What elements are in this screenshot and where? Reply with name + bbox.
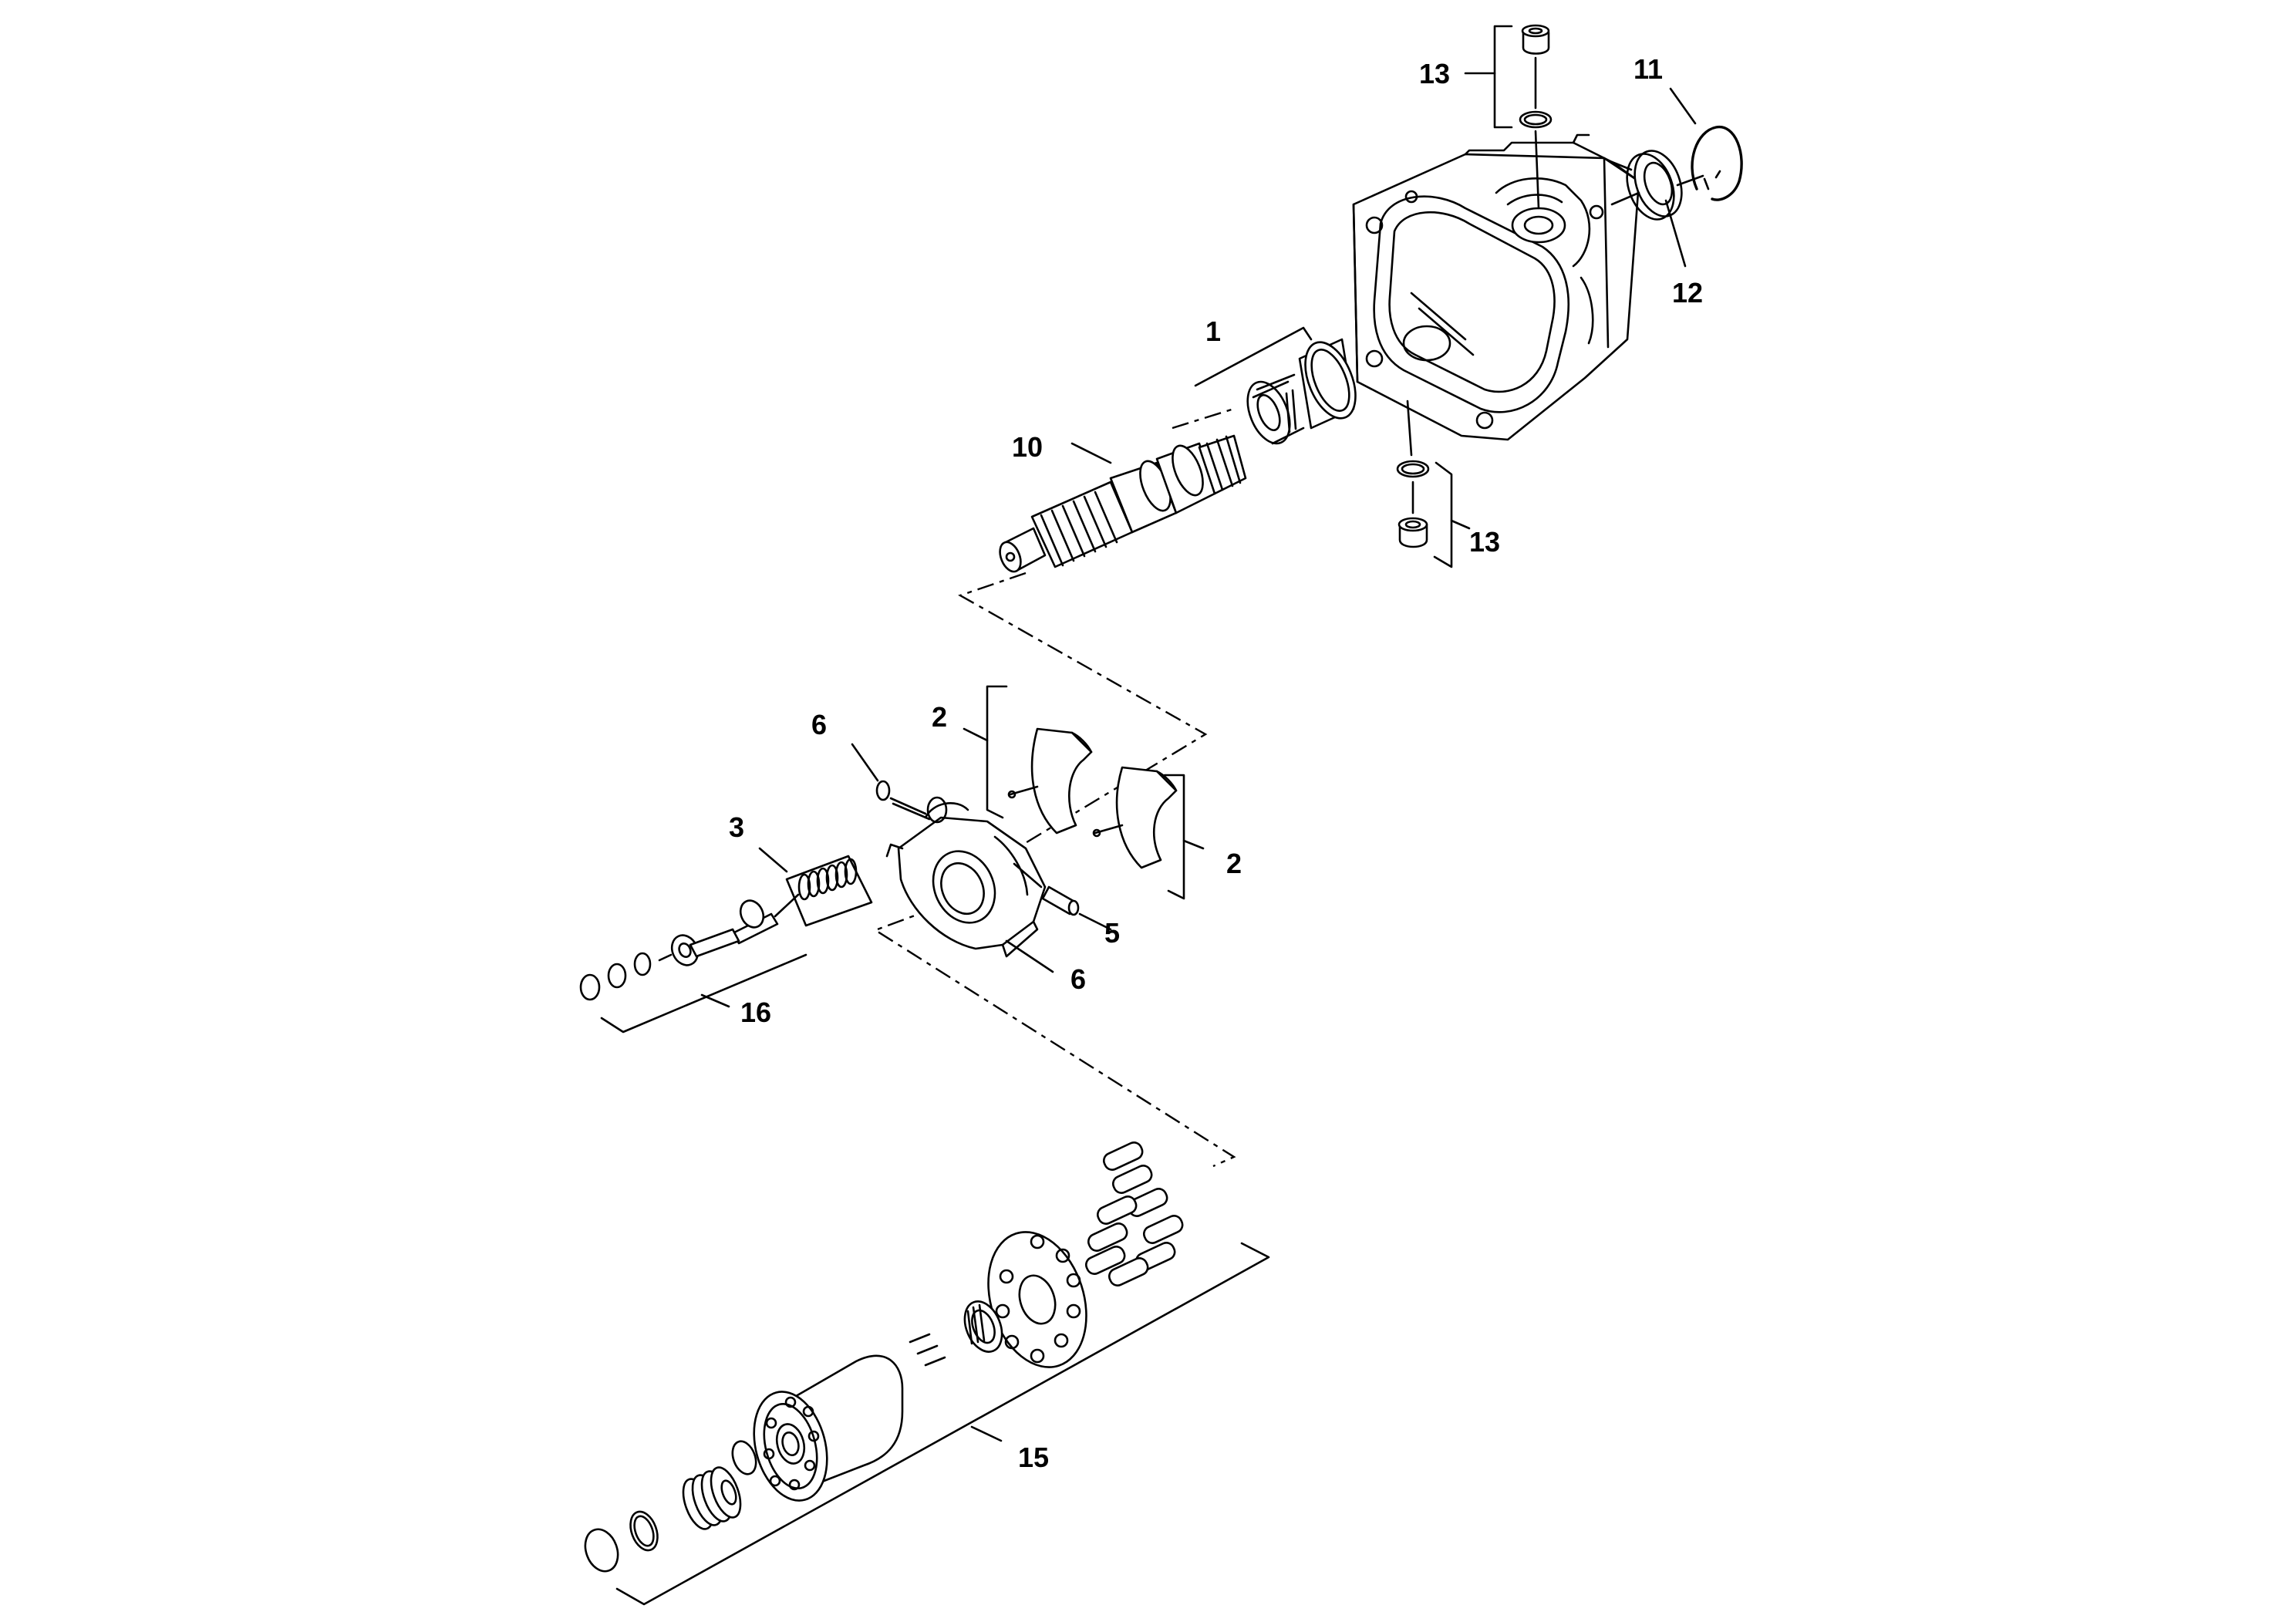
shaft-seal-12 [1610, 150, 1687, 268]
bearing-1 [1194, 326, 1357, 445]
callout-3: 3 [729, 811, 744, 843]
cylinder-block [753, 1354, 904, 1502]
callout-1: 1 [1205, 315, 1221, 347]
plug-13-top [1464, 24, 1553, 210]
callout-11: 11 [1633, 53, 1663, 85]
center-spring [584, 1440, 757, 1573]
callout-16: 16 [740, 996, 771, 1028]
retainer-clip-6 [851, 743, 931, 821]
callout-2-upper: 2 [932, 701, 947, 733]
snap-ring-11 [1669, 87, 1743, 201]
callout-6-upper: 6 [811, 709, 827, 740]
callout-6-lower: 6 [1070, 963, 1086, 995]
plug-13-bottom [1396, 400, 1471, 568]
saddle-bearing-2-lower [1092, 766, 1205, 900]
drive-shaft-10 [999, 434, 1247, 573]
saddle-bearing-2-upper [963, 685, 1093, 835]
rotating-group-15 [584, 1141, 1270, 1606]
callout-labels: 1 2 2 3 5 6 6 10 11 12 13 13 15 16 [729, 53, 1703, 1473]
callout-13-bottom: 13 [1469, 526, 1500, 558]
callout-15: 15 [1018, 1442, 1049, 1473]
callout-13-top: 13 [1419, 58, 1450, 89]
swashplate-6 [885, 796, 1054, 973]
pin-5 [1013, 862, 1112, 931]
pump-housing [1352, 133, 1640, 441]
retainer-plate [987, 1231, 1087, 1368]
callout-2-lower: 2 [1226, 848, 1242, 879]
ball-guide [963, 1300, 1003, 1353]
pistons [1084, 1141, 1184, 1286]
control-piston-16 [579, 893, 807, 1034]
callout-12: 12 [1672, 277, 1703, 309]
spring-3 [758, 847, 873, 927]
callout-5: 5 [1104, 917, 1120, 949]
callout-10: 10 [1012, 431, 1043, 463]
